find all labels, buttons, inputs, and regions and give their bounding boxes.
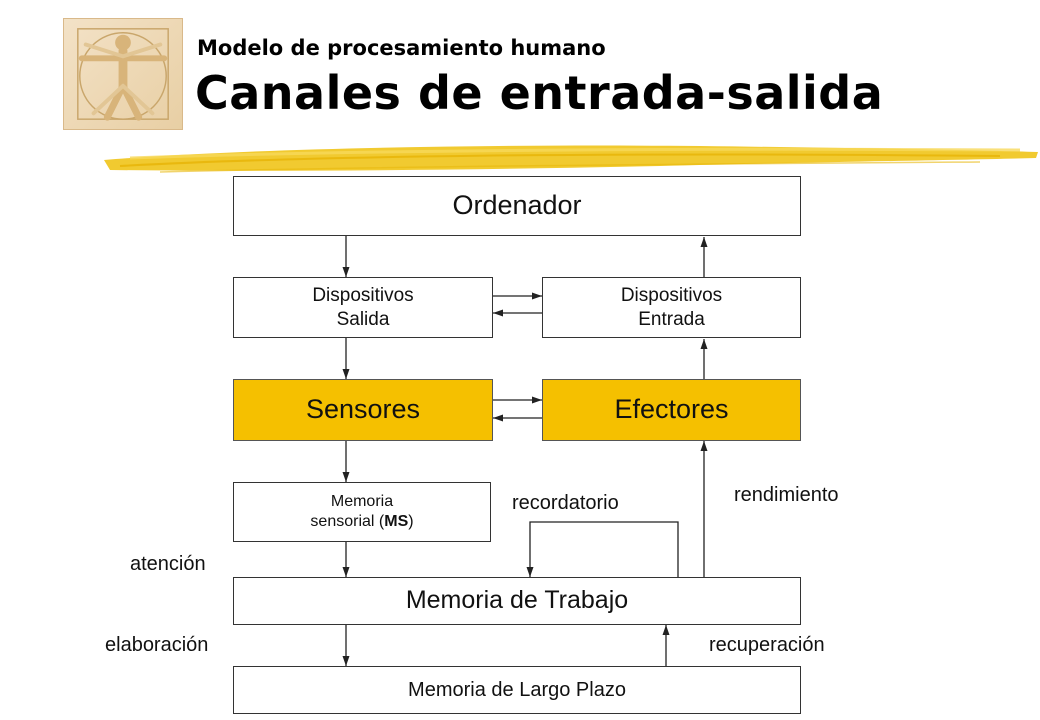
memoria-trabajo-box: Memoria de Trabajo xyxy=(233,577,801,625)
dispositivos-entrada-box: Dispositivos Entrada xyxy=(542,277,801,338)
label-atencion: atención xyxy=(130,553,206,575)
dispositivos-entrada-line2: Entrada xyxy=(638,308,705,330)
memoria-sensorial-line2: sensorial (MS) xyxy=(310,512,413,532)
ordenador-label: Ordenador xyxy=(452,190,582,221)
memoria-sensorial-box: Memoria sensorial (MS) xyxy=(233,482,491,542)
memoria-largo-plazo-box: Memoria de Largo Plazo xyxy=(233,666,801,714)
label-recuperacion: recuperación xyxy=(709,634,825,656)
dispositivos-salida-box: Dispositivos Salida xyxy=(233,277,493,338)
label-rendimiento: rendimiento xyxy=(734,484,839,506)
ordenador-box: Ordenador xyxy=(233,176,801,236)
ms-abbrev: MS xyxy=(384,513,409,530)
label-elaboracion: elaboración xyxy=(105,634,209,656)
efectores-box: Efectores xyxy=(542,379,801,441)
memoria-trabajo-label: Memoria de Trabajo xyxy=(405,586,629,615)
brush-stroke-decoration xyxy=(104,145,1038,173)
efectores-label: Efectores xyxy=(614,394,729,425)
vitruvian-man-icon xyxy=(77,28,169,121)
label-recordatorio: recordatorio xyxy=(512,492,619,514)
dispositivos-entrada-line1: Dispositivos xyxy=(620,284,723,306)
arrow-recordatorio-loop xyxy=(526,521,679,577)
ms-prefix: sensorial ( xyxy=(310,513,385,530)
slide-title: Canales de entrada-salida xyxy=(195,66,884,120)
dispositivos-salida-line1: Dispositivos xyxy=(312,284,414,306)
vitruvian-logo xyxy=(63,18,183,130)
slide-subtitle: Modelo de procesamiento humano xyxy=(197,36,606,60)
ms-suffix: ) xyxy=(408,513,414,530)
memoria-largo-plazo-label: Memoria de Largo Plazo xyxy=(408,678,626,701)
sensores-box: Sensores xyxy=(233,379,493,441)
dispositivos-salida-line2: Salida xyxy=(336,308,390,330)
sensores-label: Sensores xyxy=(305,394,421,425)
memoria-sensorial-line1: Memoria xyxy=(330,493,394,510)
